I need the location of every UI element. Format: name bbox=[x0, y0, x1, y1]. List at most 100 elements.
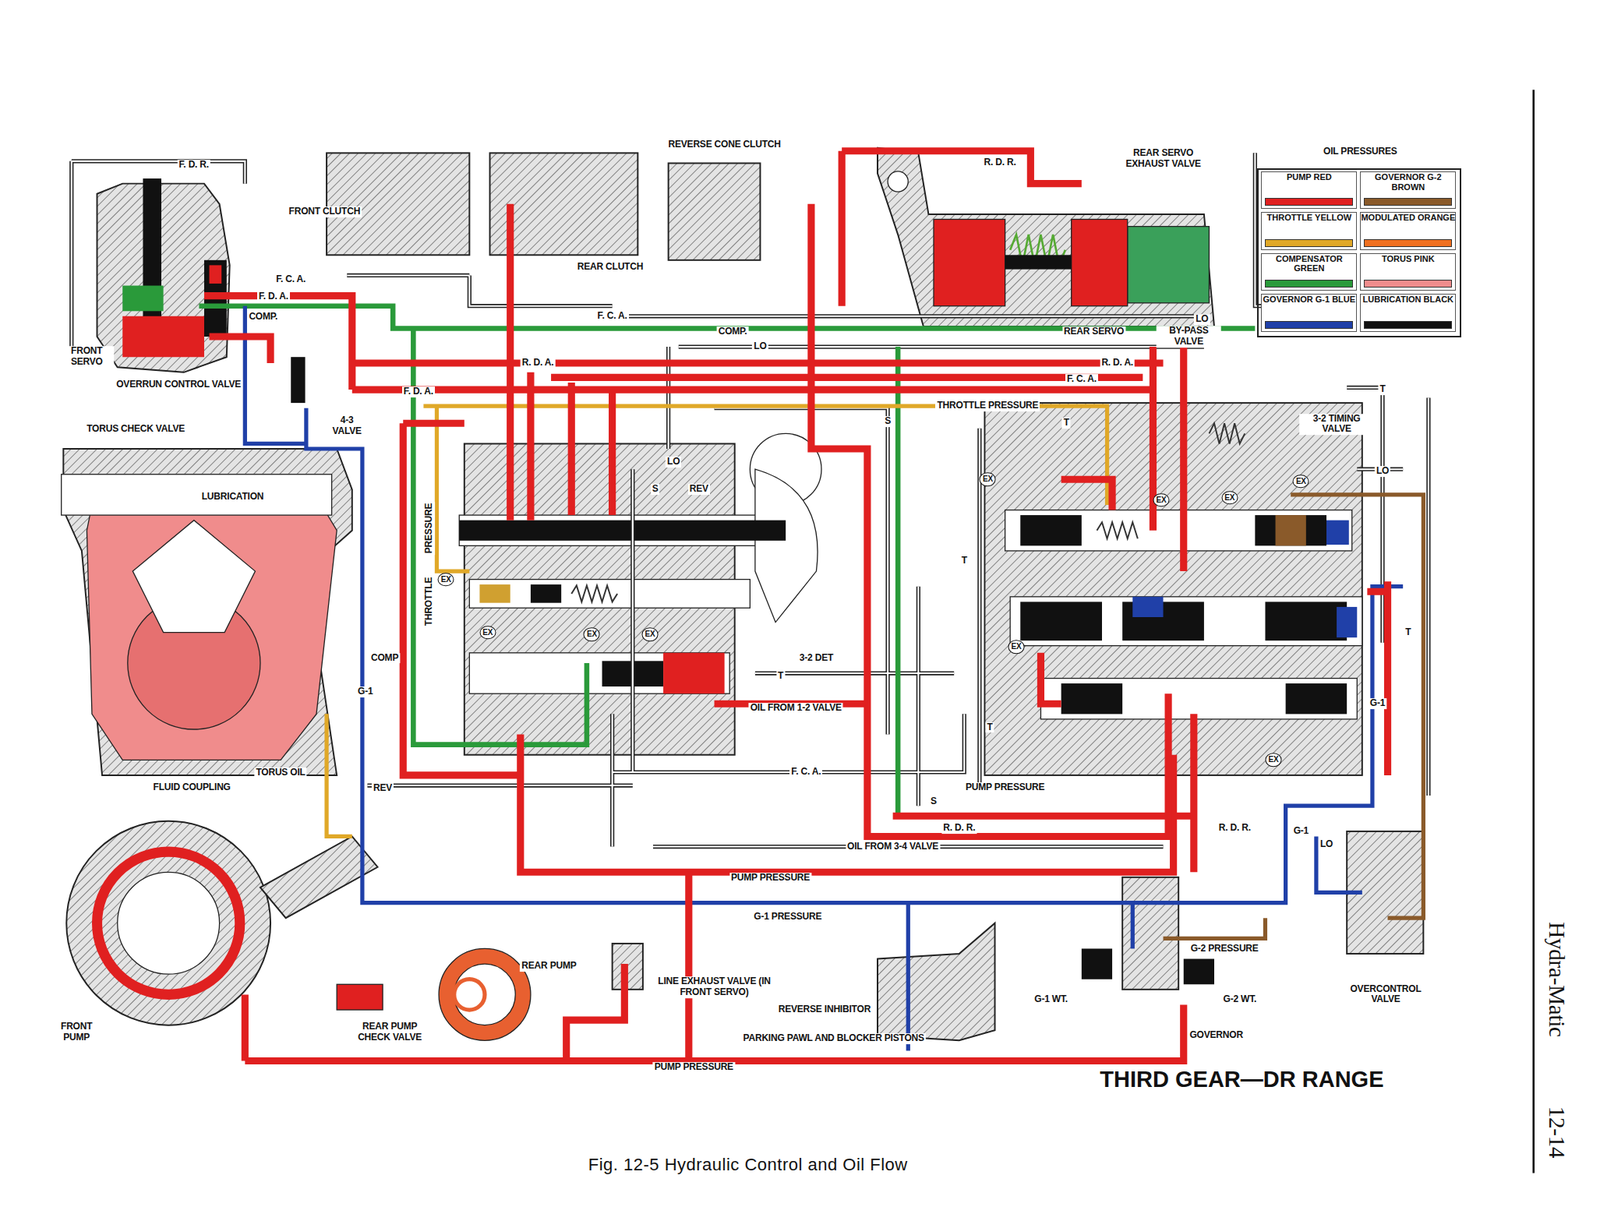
part-label: R. D. R. bbox=[941, 822, 977, 834]
legend-entry: MODULATED ORANGE bbox=[1359, 211, 1456, 250]
legend-entry: LUBRICATION BLACK bbox=[1359, 293, 1456, 332]
part-label: T bbox=[776, 671, 785, 682]
part-label: TORUS OIL bbox=[254, 768, 307, 780]
part-label: G-2 WT. bbox=[1222, 994, 1259, 1006]
part-label: THROTTLE bbox=[423, 575, 435, 628]
part-label: PUMP PRESSURE bbox=[964, 782, 1046, 794]
page-header: Hydra-Matic bbox=[1543, 920, 1569, 1039]
legend-entry: THROTTLE YELLOW bbox=[1260, 211, 1357, 250]
legend-entry: COMPENSATOR GREEN bbox=[1260, 253, 1357, 291]
exhaust-port: EX bbox=[1292, 474, 1310, 489]
part-label: F. D. A. bbox=[257, 291, 290, 303]
part-label: S bbox=[928, 796, 939, 808]
part-label: REVERSE CONE CLUTCH bbox=[667, 139, 783, 151]
part-label: LINE EXHAUST VALVE (IN FRONT SERVO) bbox=[651, 977, 778, 1000]
legend-text: TORUS PINK bbox=[1360, 254, 1456, 265]
part-label: PRESSURE bbox=[423, 501, 435, 555]
legend-entry: GOVERNOR G-2 BROWN bbox=[1359, 171, 1456, 209]
part-label: F. C. A. bbox=[596, 310, 629, 322]
legend-text: GOVERNOR G-1 BLUE bbox=[1261, 294, 1357, 305]
legend-swatch bbox=[1363, 279, 1452, 288]
part-label: T bbox=[960, 555, 969, 567]
part-label: R. D. R. bbox=[1217, 822, 1253, 834]
legend-swatch bbox=[1264, 279, 1353, 288]
part-label: REAR PUMP bbox=[519, 960, 578, 972]
legend-swatch bbox=[1264, 239, 1353, 248]
part-label: FRONT CLUTCH bbox=[287, 206, 363, 218]
part-label: OVERCONTROL VALVE bbox=[1348, 984, 1424, 1007]
part-label: LO bbox=[1318, 839, 1335, 851]
part-label: G-2 PRESSURE bbox=[1189, 943, 1261, 955]
legend-text: THROTTLE YELLOW bbox=[1261, 212, 1357, 223]
part-label: REAR CLUTCH bbox=[575, 261, 645, 273]
part-label: REV bbox=[688, 484, 710, 496]
part-label: THROTTLE PRESSURE bbox=[935, 400, 1040, 412]
part-label: COMP. bbox=[716, 326, 749, 338]
part-label: PUMP PRESSURE bbox=[653, 1062, 735, 1074]
exhaust-port: EX bbox=[979, 473, 997, 488]
legend-text: GOVERNOR G-2 BROWN bbox=[1360, 172, 1456, 192]
exhaust-port: EX bbox=[479, 625, 496, 640]
part-label: R. D. A. bbox=[1099, 357, 1135, 369]
legend-text: PUMP RED bbox=[1261, 172, 1357, 183]
diagram-title: THIRD GEAR—DR RANGE bbox=[1099, 1066, 1384, 1093]
part-label: PUMP PRESSURE bbox=[729, 872, 812, 884]
part-label: COMP bbox=[369, 653, 400, 665]
part-label: 3-2 TIMING VALVE bbox=[1299, 413, 1374, 436]
part-label: G-1 bbox=[356, 686, 375, 698]
part-label: FLUID COUPLING bbox=[151, 782, 233, 794]
part-label: REAR PUMP CHECK VALVE bbox=[352, 1021, 428, 1044]
exhaust-port: EX bbox=[1221, 490, 1238, 506]
exhaust-port: EX bbox=[1153, 493, 1170, 508]
part-label: R. D. R. bbox=[982, 158, 1018, 170]
part-label: OVERRUN CONTROL VALVE bbox=[114, 379, 243, 391]
part-label: FRONT SERVO bbox=[60, 346, 114, 368]
part-label: FRONT PUMP bbox=[52, 1021, 102, 1044]
part-label: REAR SERVO EXHAUST VALVE bbox=[1110, 148, 1216, 170]
part-label: 4-3 VALVE bbox=[324, 415, 369, 438]
part-label: OIL FROM 1-2 VALVE bbox=[748, 702, 844, 714]
page-header: 12-14 bbox=[1543, 1105, 1569, 1161]
part-label: T bbox=[1378, 384, 1388, 396]
part-label: R. D. A. bbox=[520, 357, 556, 369]
exhaust-port: EX bbox=[1008, 639, 1025, 654]
part-label: LO bbox=[1193, 314, 1210, 325]
part-label: F. C. A. bbox=[1065, 374, 1099, 385]
part-label: G-1 PRESSURE bbox=[752, 911, 823, 923]
part-label: S bbox=[883, 416, 893, 428]
part-label: F. D. A. bbox=[402, 386, 435, 398]
exhaust-port: EX bbox=[642, 628, 659, 643]
part-label: LO bbox=[1374, 466, 1391, 477]
part-label: G-1 bbox=[1292, 826, 1311, 838]
part-label: REVERSE INHIBITOR bbox=[777, 1004, 873, 1016]
figure-caption: Fig. 12-5 Hydraulic Control and Oil Flow bbox=[588, 1154, 908, 1176]
part-label: G-1 bbox=[1368, 699, 1387, 710]
exhaust-port: EX bbox=[1265, 753, 1283, 768]
legend-entry: TORUS PINK bbox=[1359, 253, 1456, 291]
part-label: LO bbox=[665, 456, 682, 468]
part-label: S bbox=[650, 484, 661, 496]
part-label: T bbox=[985, 722, 994, 734]
legend-text: LUBRICATION BLACK bbox=[1360, 294, 1456, 305]
part-label: TORUS CHECK VALVE bbox=[84, 423, 187, 435]
part-label: F. D. R. bbox=[177, 159, 211, 171]
exhaust-port: EX bbox=[583, 628, 601, 643]
part-label: G-1 WT. bbox=[1032, 994, 1070, 1006]
legend-text: COMPENSATOR GREEN bbox=[1261, 254, 1357, 274]
part-label: 3-2 DET bbox=[798, 653, 835, 665]
legend-swatch bbox=[1363, 197, 1452, 206]
legend-swatch bbox=[1264, 197, 1353, 206]
legend-swatch bbox=[1264, 321, 1353, 329]
exhaust-port: EX bbox=[437, 572, 455, 587]
legend-swatch bbox=[1363, 321, 1452, 329]
part-label: OIL FROM 3-4 VALVE bbox=[845, 841, 940, 853]
part-label: F. C. A. bbox=[274, 274, 308, 286]
part-label: OIL PRESSURES bbox=[1321, 146, 1399, 158]
part-label: PARKING PAWL AND BLOCKER PISTONS bbox=[741, 1033, 926, 1045]
part-label: REAR SERVO bbox=[1062, 326, 1126, 338]
part-label: T bbox=[1062, 417, 1071, 429]
part-label: GOVERNOR bbox=[1187, 1030, 1244, 1042]
legend-entry: PUMP RED bbox=[1260, 171, 1357, 209]
legend-swatch bbox=[1363, 239, 1452, 248]
part-label: LUBRICATION bbox=[200, 491, 266, 503]
